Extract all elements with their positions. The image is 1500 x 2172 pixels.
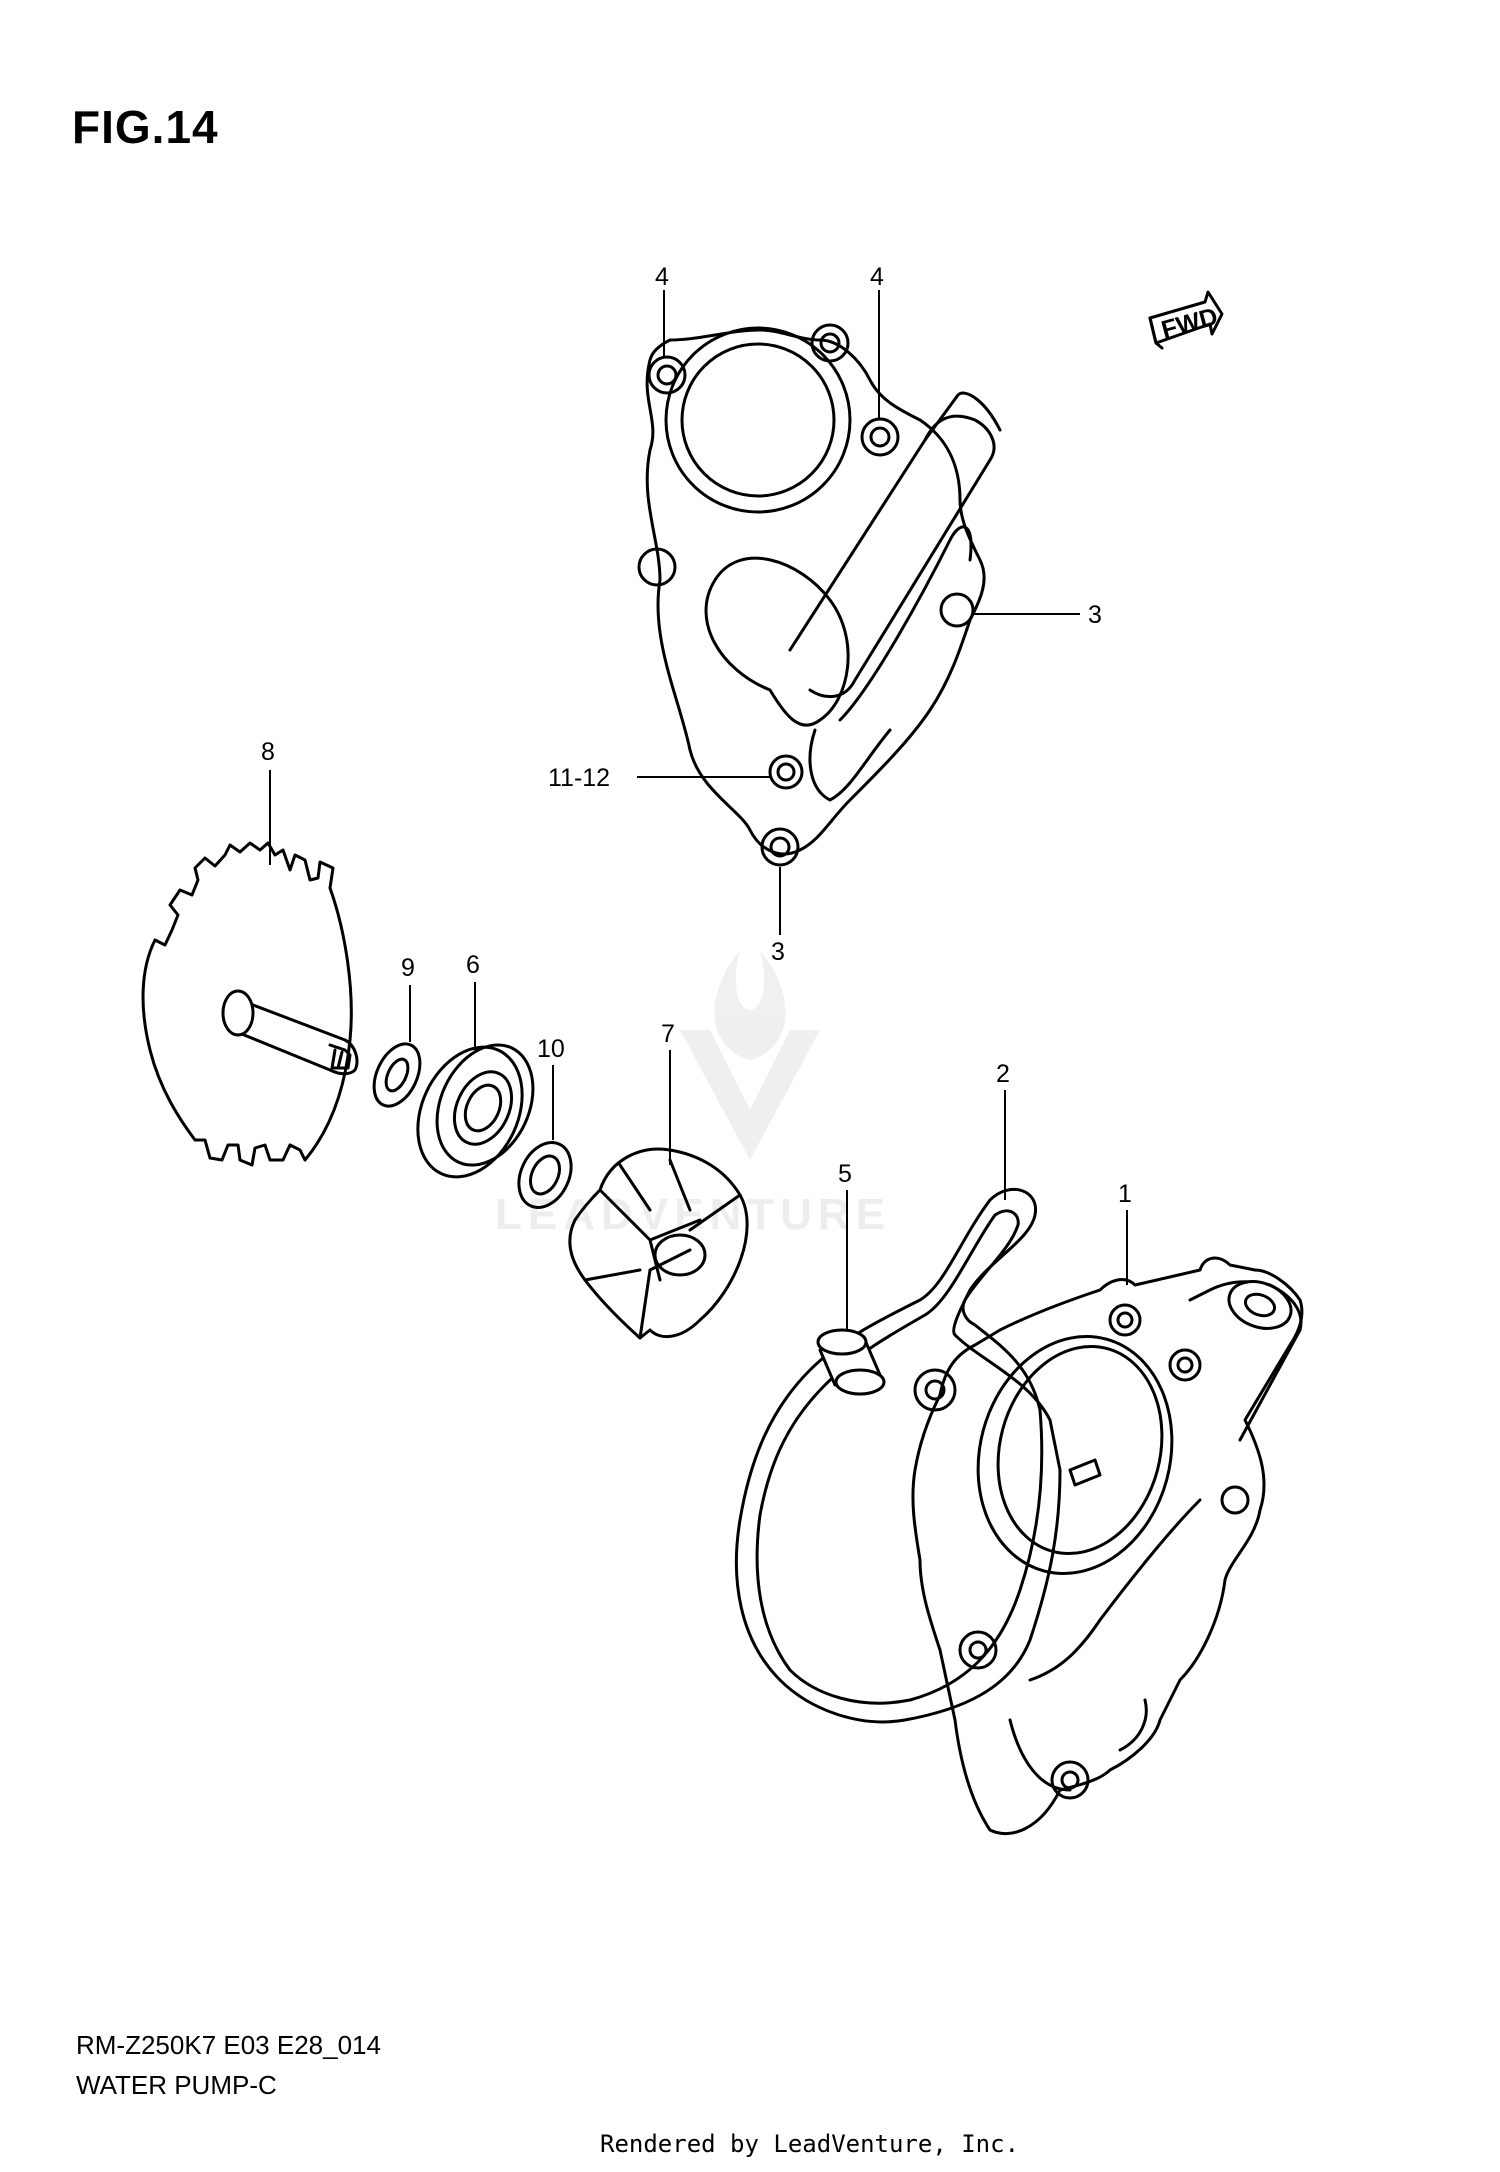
render-credit: Rendered by LeadVenture, Inc. [600,2130,1020,2158]
callout-leaders [269,290,1128,1330]
callout-8: 8 [261,738,275,766]
pump-housing [911,1256,1304,1836]
o-ring [734,1187,1062,1724]
callout-5: 5 [838,1160,852,1188]
figure-title: FIG.14 [72,101,219,153]
callout-1: 1 [1118,1180,1132,1208]
diagram-code: RM-Z250K7 E03 E28_014 [76,2030,381,2060]
watermark-logo [680,950,820,1160]
callout-6: 6 [466,951,480,979]
callout-labels: 4 4 3 3 11-12 8 9 6 10 7 2 5 1 [261,263,1132,1208]
pump-gear [141,841,359,1167]
dowel-pin [816,1328,886,1396]
callout-10: 10 [537,1035,565,1063]
washer [372,1042,422,1108]
callout-3b: 3 [771,938,785,966]
callout-4a: 4 [655,263,669,291]
bearing [416,1043,535,1179]
callout-3a: 3 [1088,601,1102,629]
fwd-label: FWD [1158,302,1220,344]
pump-cover [637,323,1002,867]
seal-ring [517,1141,573,1209]
callout-2: 2 [996,1060,1010,1088]
callout-9: 9 [401,954,415,982]
callout-7: 7 [661,1020,675,1048]
impeller [568,1147,749,1340]
fwd-arrow-icon: FWD [1148,290,1224,350]
callout-11-12: 11-12 [548,764,610,792]
diagram-name: WATER PUMP-C [76,2070,277,2100]
callout-4b: 4 [870,263,884,291]
